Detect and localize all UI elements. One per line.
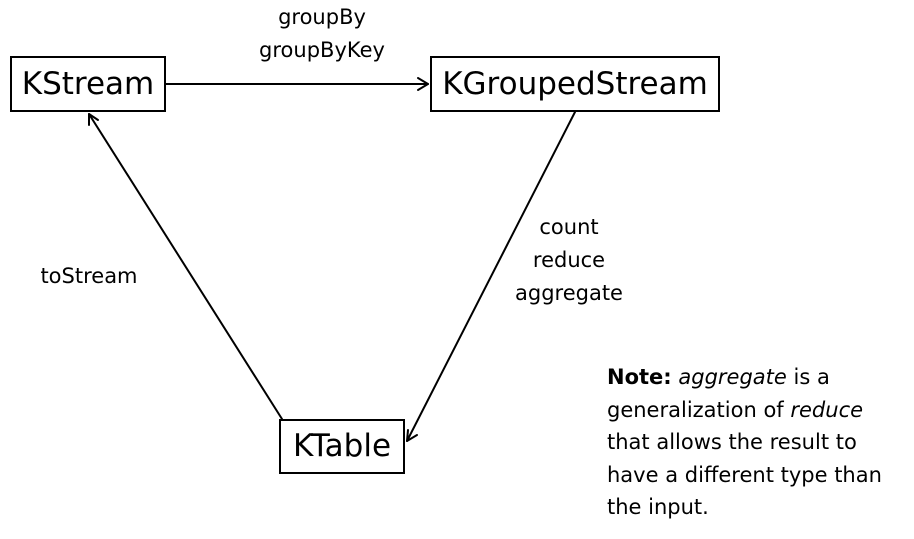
- node-ktable-label: KTable: [292, 428, 392, 464]
- note-label: Note:: [607, 365, 672, 389]
- edge-label-group: groupBy groupByKey: [232, 1, 412, 67]
- node-kstream-label: KStream: [21, 65, 155, 102]
- note-term-aggregate: aggregate: [678, 365, 787, 389]
- note-term-reduce: reduce: [790, 397, 864, 422]
- note-line-2-pre: generalization of: [607, 397, 791, 422]
- node-kgroupedstream: KGroupedStream: [430, 56, 720, 112]
- note-line-3: that allows the result to: [607, 430, 857, 454]
- edge-kgrouped-to-ktable: [406, 111, 576, 442]
- edge-label-groupby: groupBy: [278, 5, 366, 29]
- edge-label-reduce: reduce: [532, 248, 606, 272]
- edge-label-groupbykey: groupByKey: [259, 38, 385, 62]
- edge-label-tostream-text: toStream: [40, 264, 138, 288]
- note-line-5: the input.: [607, 495, 709, 519]
- edge-label-aggregations: count reduce aggregate: [489, 211, 649, 310]
- note-line-4: have a different type than: [607, 462, 882, 487]
- note-line-2: generalization of reduce: [607, 394, 912, 427]
- edge-label-count: count: [539, 215, 599, 239]
- arrowhead-kgrouped: [417, 77, 429, 91]
- node-kgroupedstream-label: KGroupedStream: [442, 65, 708, 102]
- edge-label-aggregate: aggregate: [515, 281, 623, 305]
- note-block: Note: aggregate is a generalization of r…: [607, 361, 912, 524]
- arrowhead-ktable: [406, 429, 418, 442]
- edge-label-tostream: toStream: [24, 260, 154, 293]
- arrowhead-kstream: [88, 113, 99, 126]
- edge-ktable-to-kstream: [88, 113, 283, 420]
- note-line-1-rest: is a: [786, 365, 830, 389]
- note-line-1: Note: aggregate is a: [607, 361, 912, 394]
- node-ktable: KTable: [279, 419, 405, 474]
- node-kstream: KStream: [10, 56, 166, 112]
